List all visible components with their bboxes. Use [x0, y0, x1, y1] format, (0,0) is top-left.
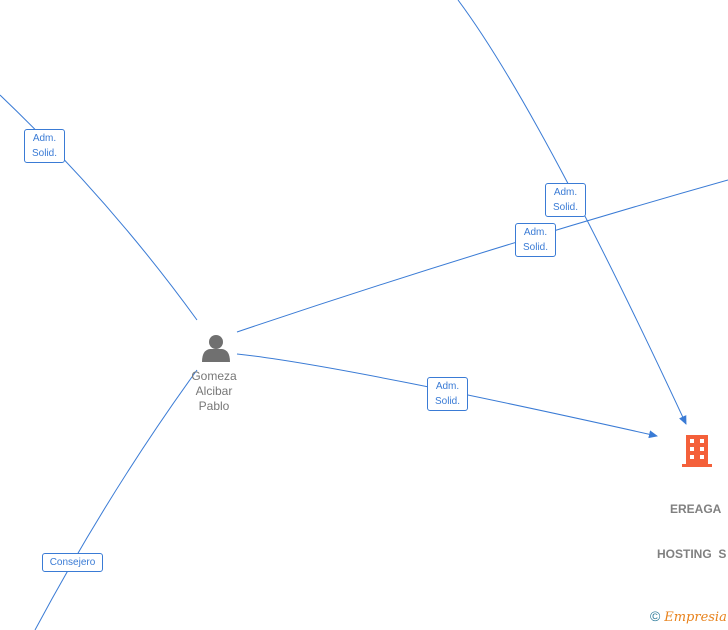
- edge-label-text: Solid.: [434, 396, 460, 407]
- edge-label-text: Adm.: [523, 227, 548, 238]
- name-line: Pablo: [198, 399, 230, 413]
- edge-label[interactable]: Adm. Solid.: [515, 223, 556, 257]
- edge-line: [34, 369, 198, 630]
- edge-label[interactable]: Consejero: [42, 553, 103, 572]
- edge-label[interactable]: Adm. Solid.: [545, 183, 586, 217]
- footer-credit: © Empresia: [650, 608, 727, 625]
- edge-label-text: Consejero: [49, 557, 96, 568]
- edge-label[interactable]: Adm. Solid.: [24, 129, 65, 163]
- copyright-icon: ©: [650, 608, 661, 624]
- edge-line: [457, 0, 687, 425]
- edge-line: [236, 353, 658, 439]
- person-icon[interactable]: [202, 335, 230, 362]
- edge-line: [0, 94, 198, 321]
- name-line: Gomeza: [191, 369, 237, 383]
- name-line: EREAGA: [670, 502, 722, 516]
- edge-line: [236, 179, 728, 333]
- edge-label[interactable]: Adm. Solid.: [427, 377, 468, 411]
- edge-label-text: Adm.: [32, 133, 57, 144]
- company-name[interactable]: EREAGA HOSTING S: [657, 472, 726, 577]
- brand-logo: Empresia: [664, 610, 727, 625]
- name-line: HOSTING S: [657, 547, 727, 561]
- edge-label-text: Solid.: [31, 148, 57, 159]
- name-line: Alcibar: [195, 384, 233, 398]
- person-name[interactable]: Gomeza Alcibar Pablo: [176, 369, 252, 414]
- edge-label-text: Solid.: [522, 242, 548, 253]
- edge-label-text: Adm.: [553, 187, 578, 198]
- building-icon[interactable]: [682, 435, 712, 467]
- edge-label-text: Solid.: [552, 202, 578, 213]
- edge-label-text: Adm.: [435, 381, 460, 392]
